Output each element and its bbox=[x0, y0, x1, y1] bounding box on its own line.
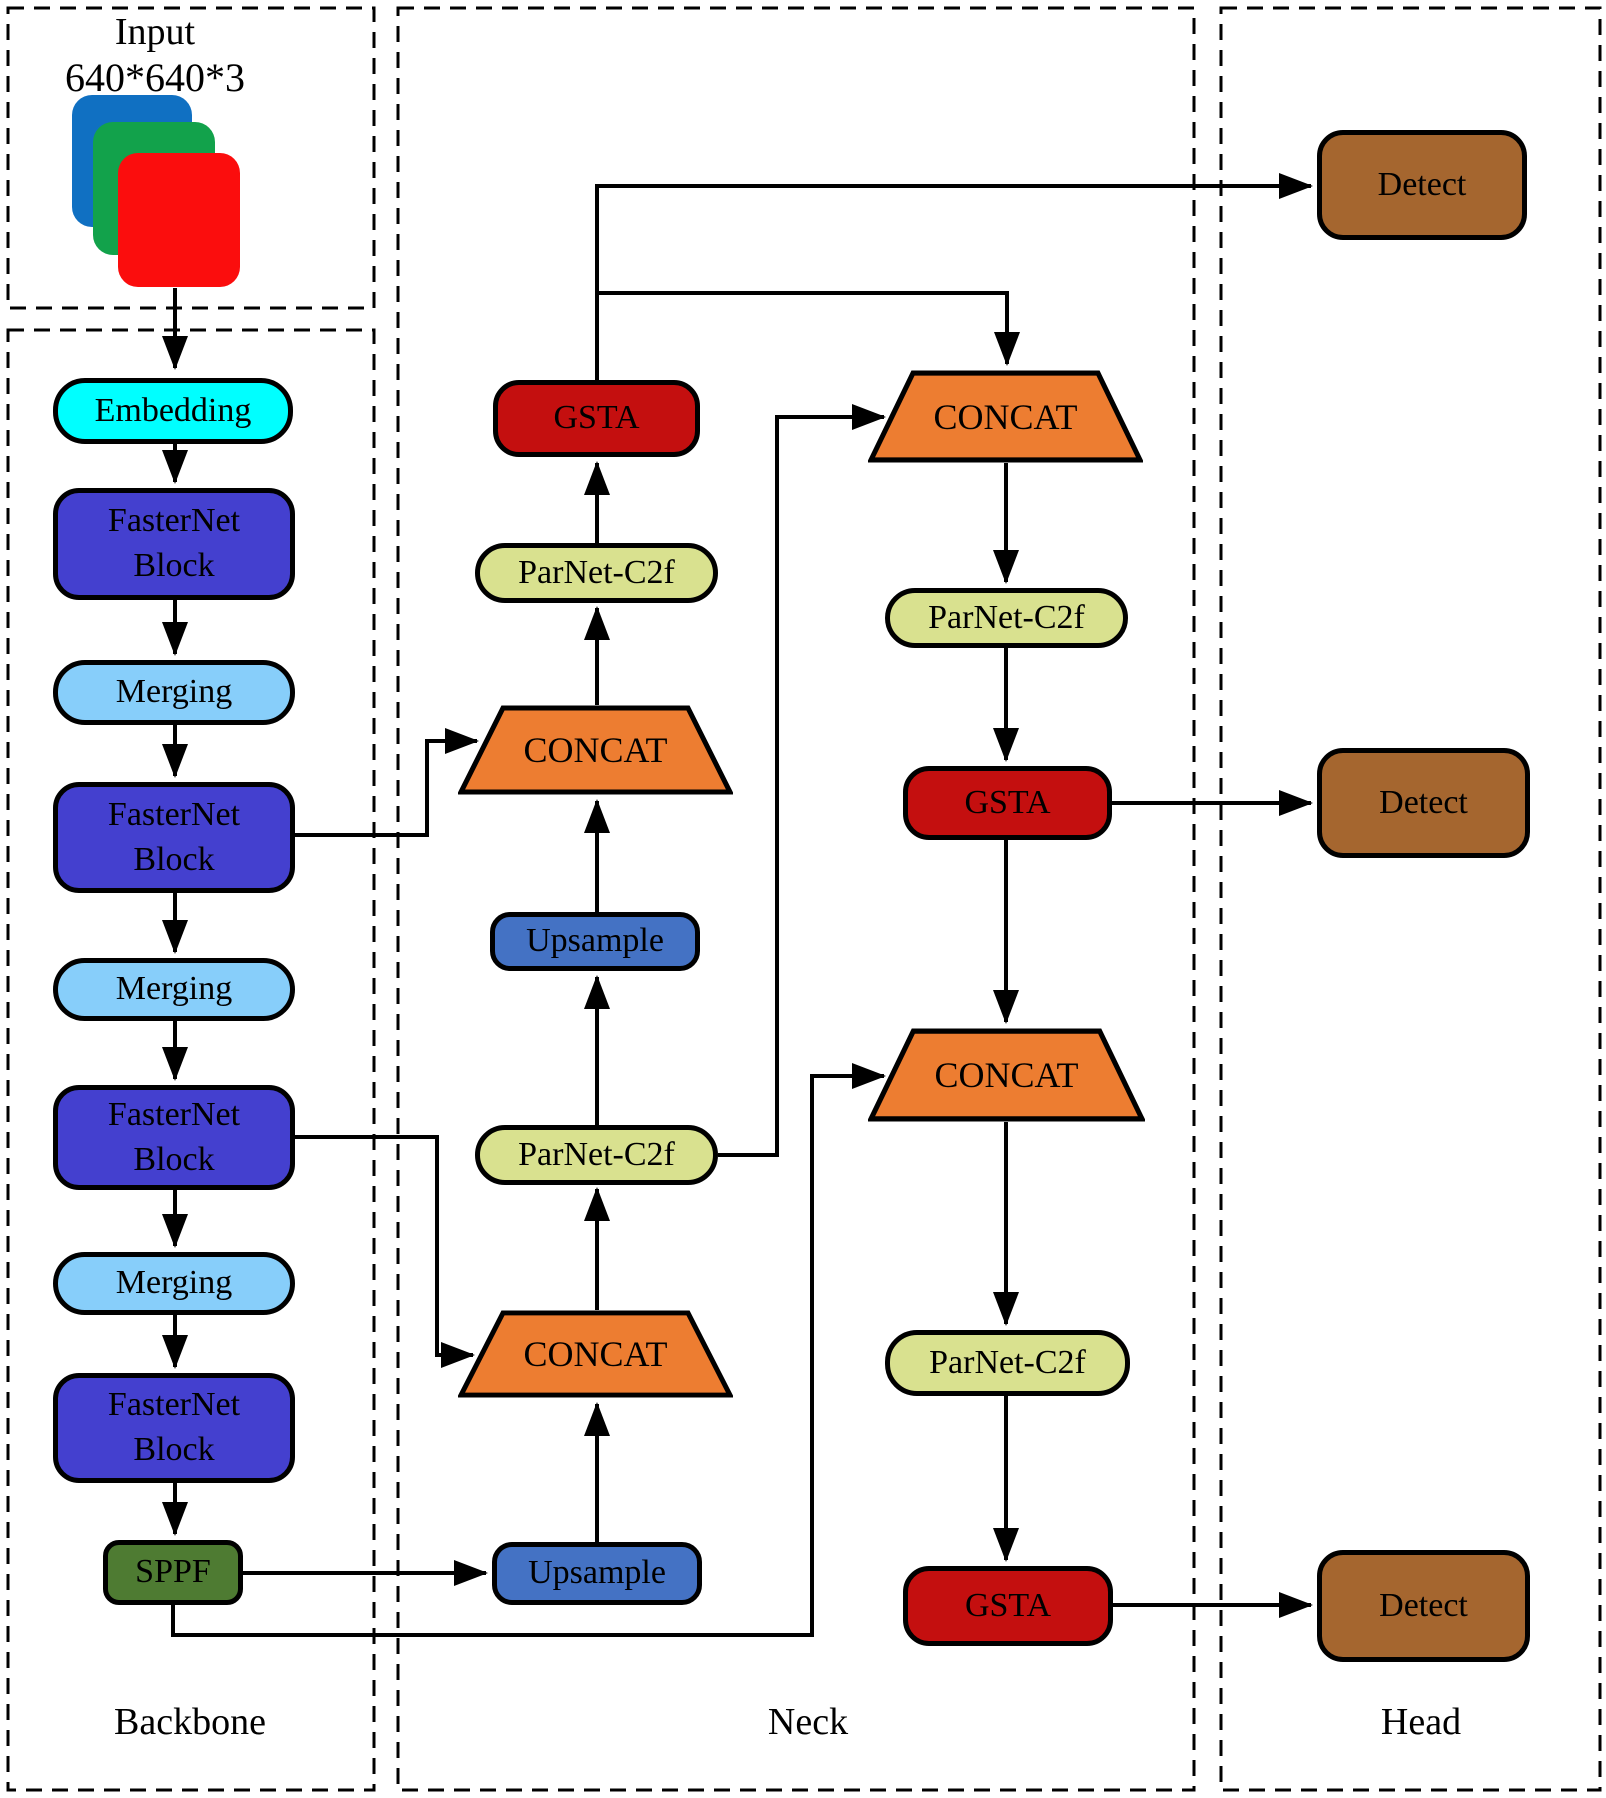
parnet-c2f-label: ParNet-C2f bbox=[929, 1343, 1086, 1381]
parnet-c2f-block-right-1: ParNet-C2f bbox=[885, 588, 1128, 648]
arrow-sppf-concat-right2 bbox=[171, 1063, 886, 1637]
merging-label: Merging bbox=[115, 970, 233, 1008]
fasternet-label: FasterNet Block bbox=[107, 1095, 241, 1178]
concat-label: CONCAT bbox=[933, 396, 1078, 437]
arrow-gsta1-concat-right1 bbox=[597, 291, 1020, 366]
arrow-parnet2-concat-right1 bbox=[718, 404, 886, 1157]
detect-label: Detect bbox=[1377, 165, 1467, 203]
concat-label: CONCAT bbox=[523, 730, 668, 770]
head-caption: Head bbox=[1380, 1701, 1462, 1743]
parnet-c2f-label: ParNet-C2f bbox=[518, 1135, 675, 1173]
upsample-block-2: Upsample bbox=[492, 1542, 702, 1605]
neck-section-border bbox=[396, 6, 1196, 1792]
fasternet-label: FasterNet Block bbox=[107, 1386, 241, 1468]
upsample-label: Upsample bbox=[526, 922, 664, 960]
gsta-block-2: GSTA bbox=[903, 766, 1112, 840]
parnet-c2f-block-2: ParNet-C2f bbox=[475, 1125, 718, 1185]
concat-trapezoid bbox=[868, 1028, 1145, 1122]
embedding-label: Embedding bbox=[94, 391, 252, 429]
detect-block-2: Detect bbox=[1317, 748, 1530, 858]
fasternet-block-2: FasterNet Block bbox=[53, 782, 295, 893]
merging-block-2: Merging bbox=[53, 958, 295, 1021]
gsta-block-1: GSTA bbox=[493, 380, 700, 457]
detect-label: Detect bbox=[1379, 1586, 1468, 1624]
concat-block-mid-1: CONCAT bbox=[458, 705, 733, 795]
embedding-block: Embedding bbox=[53, 378, 293, 444]
sppf-block: SPPF bbox=[103, 1540, 243, 1605]
detect-label: Detect bbox=[1379, 783, 1468, 821]
fasternet-block-1: FasterNet Block bbox=[53, 488, 295, 600]
concat-block-right-1: CONCAT bbox=[868, 370, 1143, 463]
upsample-block-1: Upsample bbox=[490, 912, 700, 971]
arrow-gsta1-detect1 bbox=[595, 173, 1313, 380]
backbone-caption: Backbone bbox=[114, 1701, 266, 1743]
merging-block-3: Merging bbox=[53, 1252, 295, 1315]
parnet-c2f-block-1: ParNet-C2f bbox=[475, 543, 718, 603]
fasternet-block-4: FasterNet Block bbox=[53, 1373, 295, 1483]
backbone-section-border bbox=[6, 328, 376, 1792]
gsta-label: GSTA bbox=[964, 783, 1051, 821]
concat-block-right-2: CONCAT bbox=[868, 1028, 1145, 1122]
detect-block-1: Detect bbox=[1317, 130, 1527, 240]
gsta-label: GSTA bbox=[553, 399, 640, 437]
concat-trapezoid bbox=[868, 370, 1143, 463]
merging-block-1: Merging bbox=[53, 660, 295, 725]
head-section-border bbox=[1219, 6, 1602, 1792]
fasternet-label: FasterNet Block bbox=[107, 795, 241, 878]
parnet-c2f-label: ParNet-C2f bbox=[928, 598, 1085, 636]
input-title: Input bbox=[114, 11, 196, 53]
parnet-c2f-block-right-2: ParNet-C2f bbox=[885, 1330, 1130, 1396]
arrow-f2-concat-mid1 bbox=[295, 728, 479, 837]
concat-block-mid-2: CONCAT bbox=[458, 1310, 733, 1398]
gsta-label: GSTA bbox=[964, 1586, 1052, 1624]
input-dimensions: 640*640*3 bbox=[65, 55, 245, 100]
concat-trapezoid bbox=[458, 705, 733, 795]
merging-label: Merging bbox=[115, 673, 233, 711]
concat-label: CONCAT bbox=[934, 1055, 1079, 1095]
parnet-c2f-label: ParNet-C2f bbox=[518, 553, 675, 591]
input-image-red bbox=[118, 153, 240, 287]
merging-label: Merging bbox=[115, 1264, 233, 1302]
fasternet-block-3: FasterNet Block bbox=[53, 1085, 295, 1190]
neck-caption: Neck bbox=[767, 1701, 849, 1743]
concat-label: CONCAT bbox=[523, 1334, 668, 1374]
fasternet-label: FasterNet Block bbox=[107, 502, 241, 584]
sppf-label: SPPF bbox=[135, 1553, 211, 1591]
arrow-f3-concat-mid2 bbox=[295, 1135, 475, 1368]
upsample-label: Upsample bbox=[528, 1554, 666, 1592]
input-section-border bbox=[6, 6, 376, 310]
concat-trapezoid bbox=[458, 1310, 733, 1398]
gsta-block-3: GSTA bbox=[903, 1566, 1113, 1646]
detect-block-3: Detect bbox=[1317, 1550, 1530, 1662]
